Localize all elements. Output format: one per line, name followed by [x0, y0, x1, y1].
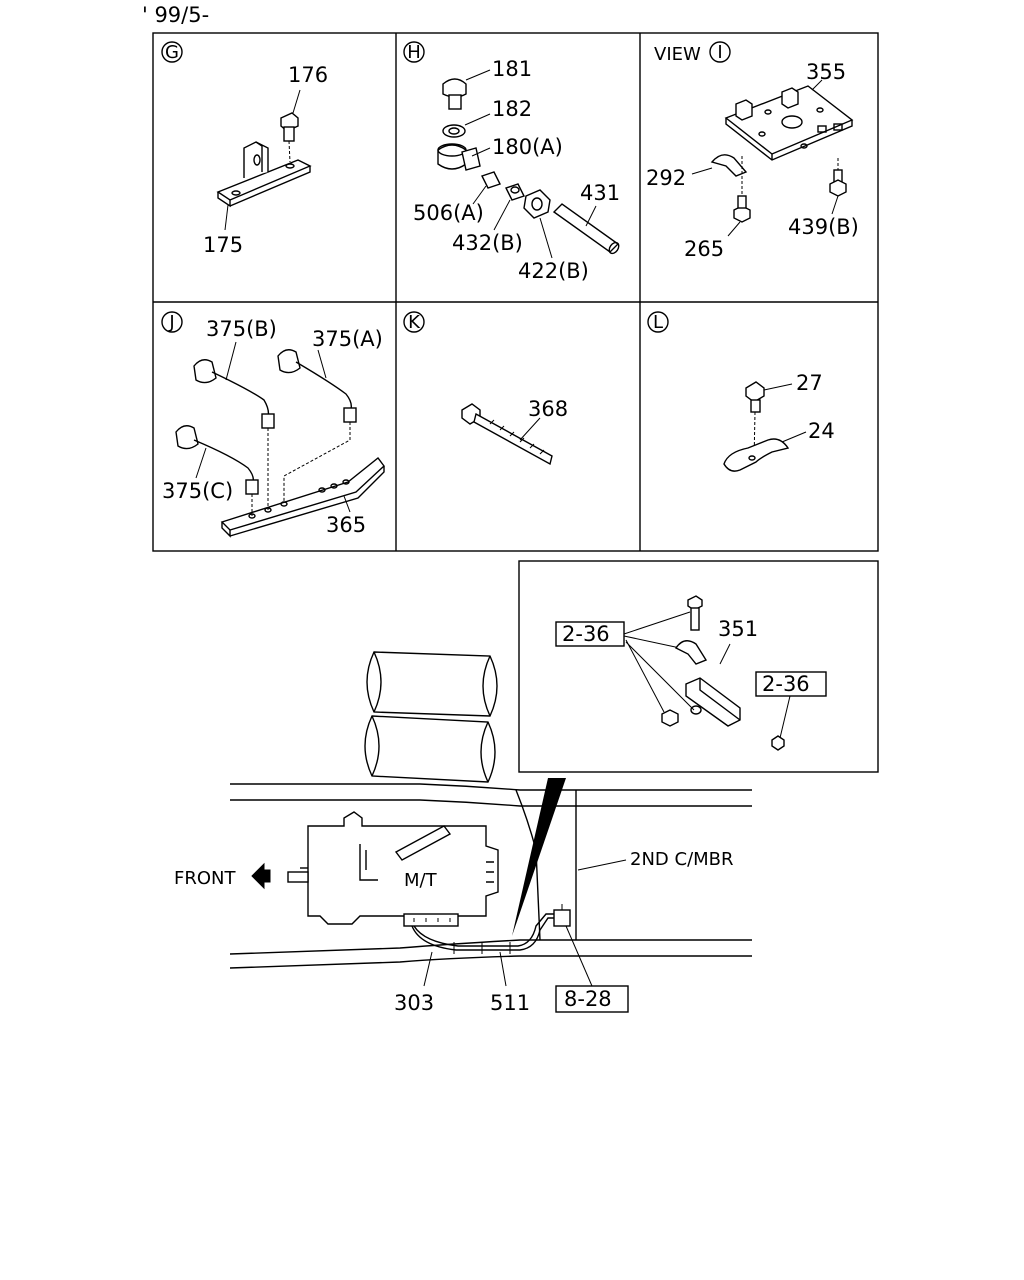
panel-h: H 181 182 180(A) 506(A) 432(B) 422(B): [403, 41, 620, 283]
part-375c: 375(C): [162, 479, 233, 503]
panel-grid: [152, 32, 879, 552]
part-292: 292: [646, 166, 686, 190]
panel-k-letter: K: [408, 312, 421, 333]
panel-g-letter-circle: [161, 41, 183, 63]
part-351: 351: [718, 617, 758, 641]
panel-i-view-label: VIEW: [654, 44, 701, 65]
part-27: 27: [796, 371, 823, 395]
part-439b: 439(B): [788, 215, 859, 239]
transmission: [287, 811, 499, 927]
air-tank-upper: [366, 651, 498, 717]
callout-wedge: [512, 778, 566, 936]
part-432b: 432(B): [452, 231, 523, 255]
part-181: 181: [492, 57, 532, 81]
panel-j-letter: J: [168, 312, 174, 333]
part-265: 265: [684, 237, 724, 261]
front-label: FRONT: [174, 868, 236, 889]
bolt-176: [280, 112, 299, 163]
ref-2-36-right: 2-36: [762, 672, 810, 696]
part-368: 368: [528, 397, 568, 421]
part-180a: 180(A): [492, 135, 563, 159]
part-431: 431: [580, 181, 620, 205]
panel-h-letter: H: [407, 42, 421, 63]
panel-j: J 365 375(B) 375(A) 375(C): [161, 311, 385, 538]
part-303: 303: [394, 991, 434, 1015]
part-375a: 375(A): [312, 327, 383, 351]
panel-i: VIEW I 355 292 265 439(B): [646, 41, 859, 261]
inset-detail: 2-36 351 2-36: [518, 560, 879, 773]
part-175: 175: [203, 233, 243, 257]
transmission-label: M/T: [404, 870, 438, 891]
harness-311: [411, 904, 571, 954]
bracket-351: [685, 677, 741, 727]
crossmember-label: 2ND C/MBR: [630, 849, 734, 870]
frame-rails: [229, 783, 752, 969]
panel-i-letter: I: [717, 42, 722, 63]
part-24: 24: [808, 419, 835, 443]
air-tank-lower: [364, 715, 496, 783]
panel-l: L 27 24: [647, 311, 835, 472]
ref-box-2-36-right: [755, 671, 827, 697]
main-assembly: 2ND C/MBR M/T FRONT 303 511: [174, 651, 752, 1015]
ref-8-28: 8-28: [564, 987, 612, 1011]
panel-k: K 368: [403, 311, 568, 466]
part-375b: 375(B): [206, 317, 277, 341]
part-511: 511: [490, 991, 530, 1015]
clip-24: [723, 438, 790, 472]
part-422b: 422(B): [518, 259, 589, 283]
ref-2-36-left: 2-36: [562, 622, 610, 646]
panel-g: G 176 175: [161, 41, 328, 257]
panel-g-letter: G: [165, 42, 179, 63]
front-arrow-icon: [251, 862, 271, 890]
part-176: 176: [288, 63, 328, 87]
panel-l-letter: L: [653, 312, 663, 333]
part-506a: 506(A): [413, 201, 484, 225]
cable-tie-368: [461, 403, 553, 466]
part-365: 365: [326, 513, 366, 537]
date-code: ' 99/5-: [142, 3, 209, 27]
part-182: 182: [492, 97, 532, 121]
part-355: 355: [806, 60, 846, 84]
